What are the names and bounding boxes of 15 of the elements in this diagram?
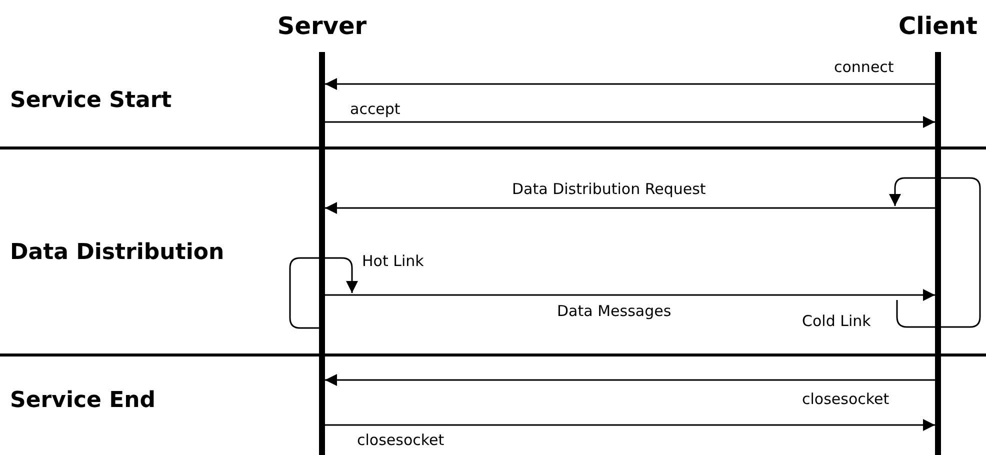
phase-label: Service End (10, 388, 156, 413)
phase-label: Data Distribution (10, 240, 224, 265)
edge-label: Data Distribution Request (510, 180, 708, 198)
message-arrow (325, 116, 935, 128)
edge-label: Data Messages (555, 302, 674, 320)
participant-name: Server (276, 12, 368, 40)
participant-name: Client (898, 12, 978, 40)
message-arrow (325, 202, 935, 214)
loop-arrow (289, 257, 358, 329)
message-arrow (325, 289, 935, 301)
phase-label: Service Start (10, 88, 172, 113)
message-arrow (325, 419, 935, 431)
loop-arrow (889, 177, 981, 328)
message-arrow (325, 374, 935, 386)
message-arrow (325, 78, 935, 90)
